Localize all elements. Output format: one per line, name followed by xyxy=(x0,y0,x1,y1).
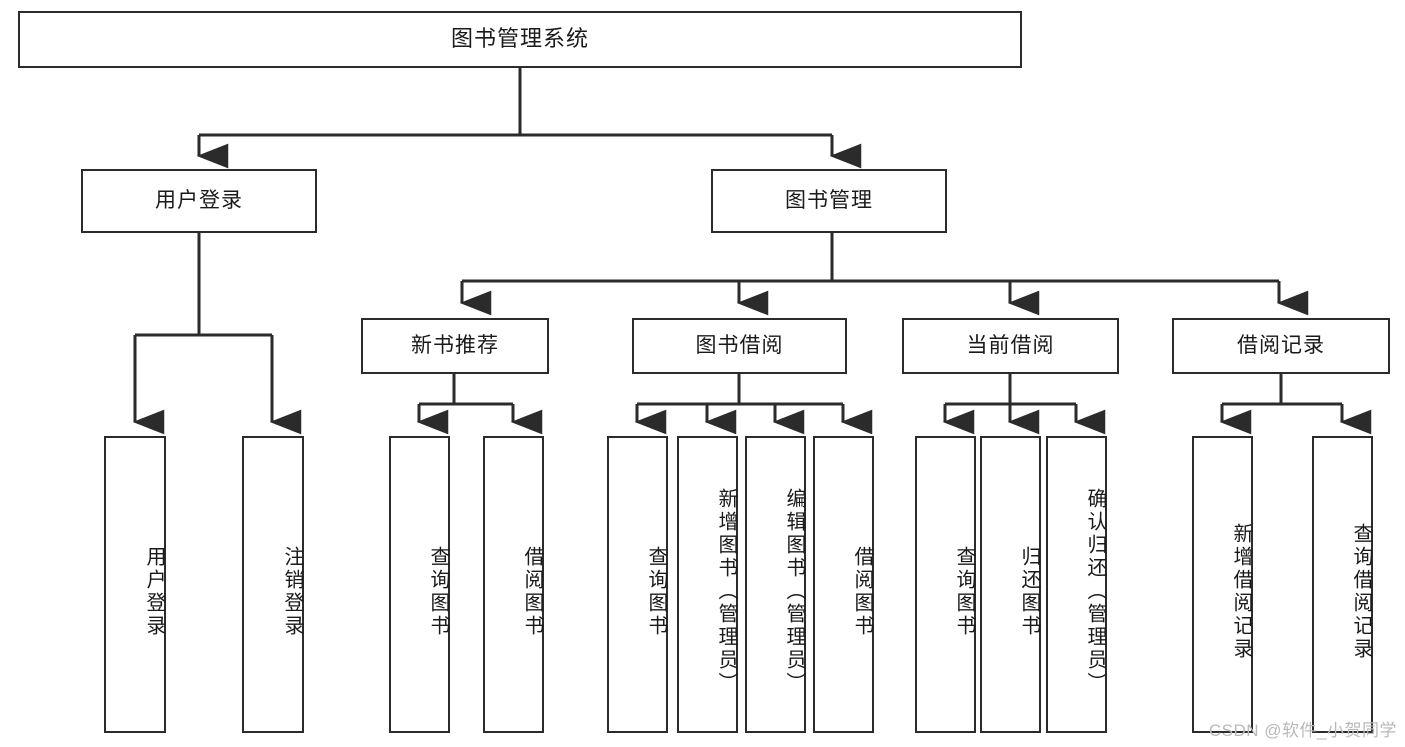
node-label: 注销登录 xyxy=(281,545,303,638)
node-label: 查询图书 xyxy=(953,545,975,638)
leaf-query-borrow-record[interactable]: 查询借阅记录 xyxy=(1312,436,1373,733)
leaf-borrow-book-recommend[interactable]: 借阅图书 xyxy=(483,436,544,733)
leaf-add-book-admin[interactable]: 新增图书（管理员） xyxy=(677,436,738,733)
node-borrow-record[interactable]: 借阅记录 xyxy=(1172,318,1390,374)
leaf-confirm-return-admin[interactable]: 确认归还（管理员） xyxy=(1046,436,1107,733)
leaf-query-book-current[interactable]: 查询图书 xyxy=(915,436,976,733)
node-label: 图书借阅 xyxy=(695,334,784,358)
leaf-query-book-borrow[interactable]: 查询图书 xyxy=(607,436,668,733)
node-user-login[interactable]: 用户登录 xyxy=(81,169,317,233)
node-label: 借阅图书 xyxy=(851,545,873,638)
node-label: 查询借阅记录 xyxy=(1350,522,1372,661)
node-book-manage[interactable]: 图书管理 xyxy=(711,169,947,233)
node-label: 当前借阅 xyxy=(966,334,1055,358)
node-label: 用户登录 xyxy=(155,189,243,213)
node-label: 新书推荐 xyxy=(411,334,499,358)
node-book-management-system[interactable]: 图书管理系统 xyxy=(18,11,1022,68)
node-label: 归还图书 xyxy=(1018,545,1040,638)
node-label: 编辑图书（管理员） xyxy=(783,488,805,695)
node-label: 图书管理 xyxy=(785,189,873,213)
node-label: 新增图书（管理员） xyxy=(715,488,737,695)
node-label: 确认归还（管理员） xyxy=(1084,488,1106,695)
node-label: 查询图书 xyxy=(645,545,667,638)
leaf-query-book-recommend[interactable]: 查询图书 xyxy=(389,436,450,733)
node-new-book-recommend[interactable]: 新书推荐 xyxy=(361,318,549,374)
leaf-user-login[interactable]: 用户登录 xyxy=(104,436,166,733)
leaf-edit-book-admin[interactable]: 编辑图书（管理员） xyxy=(745,436,806,733)
node-label: 用户登录 xyxy=(143,545,165,638)
node-label: 借阅图书 xyxy=(521,545,543,638)
node-label: 借阅记录 xyxy=(1237,334,1325,358)
csdn-watermark: CSDN @软件_小贺同学 xyxy=(1208,721,1397,740)
node-label: 查询图书 xyxy=(427,545,449,638)
leaf-return-book[interactable]: 归还图书 xyxy=(980,436,1041,733)
leaf-add-borrow-record[interactable]: 新增借阅记录 xyxy=(1192,436,1253,733)
node-current-borrow[interactable]: 当前借阅 xyxy=(902,318,1119,374)
leaf-logout-login[interactable]: 注销登录 xyxy=(242,436,304,733)
node-book-borrow[interactable]: 图书借阅 xyxy=(632,318,847,374)
node-label: 新增借阅记录 xyxy=(1230,522,1252,661)
leaf-borrow-book[interactable]: 借阅图书 xyxy=(813,436,874,733)
node-label: 图书管理系统 xyxy=(450,26,589,52)
